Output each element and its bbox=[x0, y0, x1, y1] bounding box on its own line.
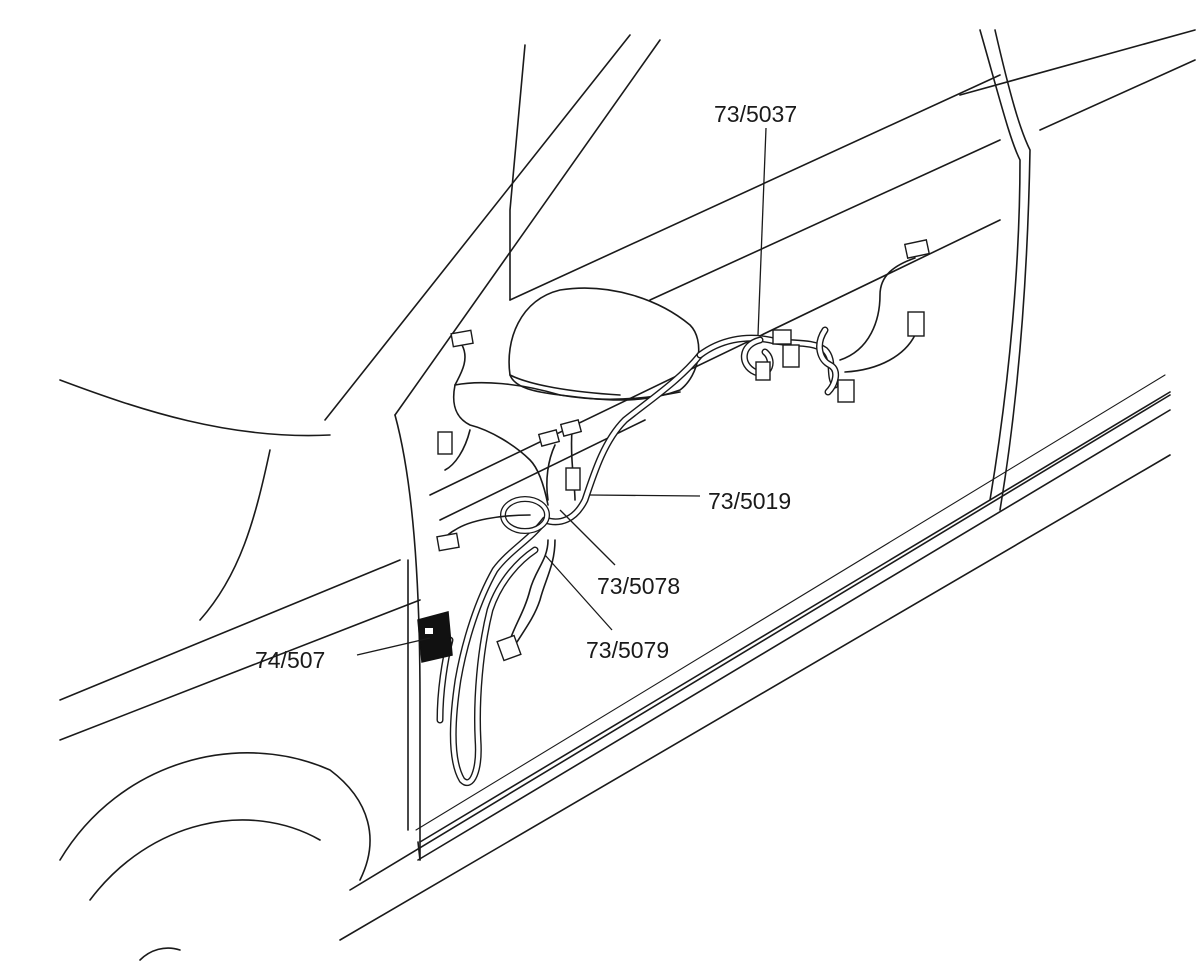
connector-upper-right bbox=[903, 239, 931, 259]
leader-lines bbox=[356, 127, 767, 656]
connector-cluster-1 bbox=[772, 329, 792, 345]
callout-74-507: 74/507 bbox=[255, 647, 325, 673]
wiring-harness bbox=[436, 257, 916, 786]
callout-73-5079: 73/5079 bbox=[586, 637, 669, 663]
leader-5078 bbox=[559, 509, 616, 566]
connector-cluster-3 bbox=[755, 361, 771, 381]
connector-mid bbox=[565, 467, 581, 491]
connector-upper-left bbox=[450, 329, 474, 348]
car-body-outline bbox=[59, 29, 1196, 961]
connector-bottom bbox=[496, 634, 522, 662]
connector-left bbox=[437, 431, 453, 455]
callout-labels: 73/5037 73/5019 73/5078 73/5079 74/507 bbox=[255, 101, 797, 673]
callout-73-5037: 73/5037 bbox=[714, 101, 797, 127]
callout-73-5078: 73/5078 bbox=[597, 573, 680, 599]
leader-507 bbox=[356, 637, 431, 656]
control-module bbox=[417, 611, 453, 663]
connector-lower-left bbox=[436, 532, 460, 552]
connector-cluster-4 bbox=[837, 379, 855, 403]
side-mirror bbox=[454, 287, 700, 401]
connectors bbox=[436, 239, 931, 662]
connector-mid-top bbox=[537, 429, 561, 447]
connector-right bbox=[907, 311, 925, 337]
leader-5079 bbox=[544, 554, 613, 631]
leader-5019 bbox=[589, 494, 701, 497]
connector-mid-top-2 bbox=[559, 419, 583, 437]
leader-5037 bbox=[757, 127, 767, 336]
callout-73-5019: 73/5019 bbox=[708, 488, 791, 514]
connector-cluster-2 bbox=[782, 344, 800, 368]
